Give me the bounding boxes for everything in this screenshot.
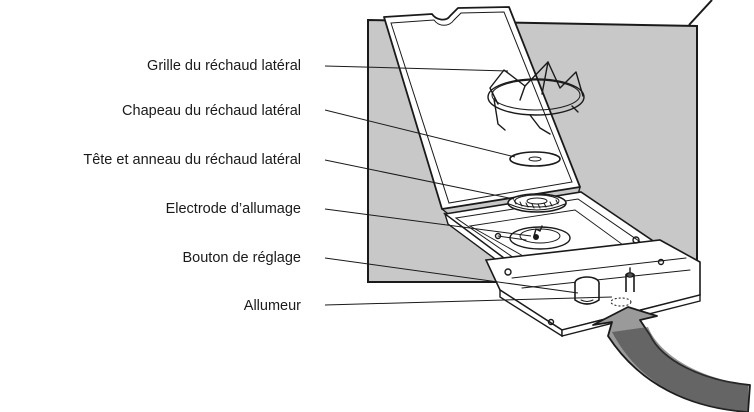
side-burner-cap [510, 152, 560, 166]
label-allumeur: Allumeur [244, 298, 301, 314]
upward-arrow [593, 307, 750, 412]
side-burner-head-ring [508, 194, 566, 212]
label-bouton: Bouton de réglage [182, 250, 301, 266]
label-chapeau: Chapeau du réchaud latéral [122, 103, 301, 119]
label-tete-anneau: Tête et anneau du réchaud latéral [83, 152, 301, 168]
control-knob [575, 277, 599, 304]
label-electrode: Electrode d’allumage [166, 201, 301, 217]
label-grille: Grille du réchaud latéral [147, 58, 301, 74]
callout-labels: Grille du réchaud latéral Chapeau du réc… [83, 58, 301, 314]
